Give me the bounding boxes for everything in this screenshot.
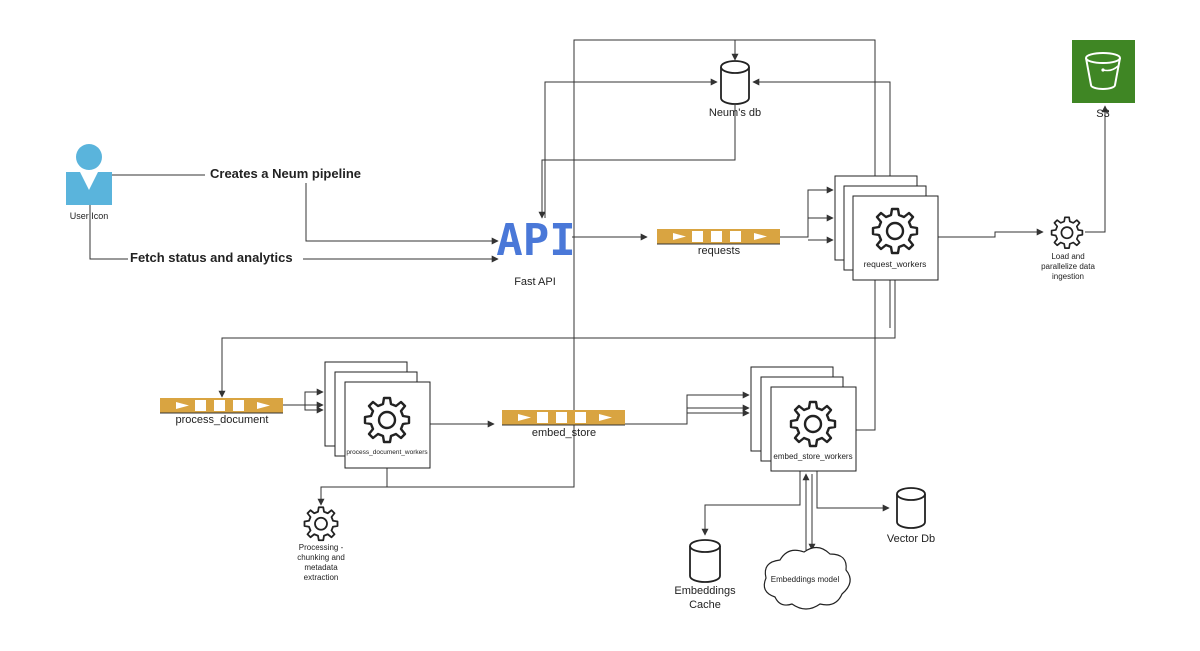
process-document-queue-label: process_document [176,414,269,426]
embed-workers-gear-icon [789,400,837,448]
user-icon [66,144,112,205]
process-document-workers-label: process_document_workers [346,449,428,456]
edge-process-queue-to-worker3 [304,405,324,414]
fetch-status-label: Fetch status and analytics [130,250,293,265]
load-ingestion-label-1: Load and [1051,252,1084,261]
requests-queue-icon [657,229,780,245]
request-workers-label: request_workers [864,259,927,269]
request-workers-stack [834,175,939,281]
edge-creates-to-api [305,183,499,245]
edge-workers-to-load [938,228,1044,238]
request-workers-gear-icon [871,207,919,255]
fast-api-label: Fast API [514,276,556,288]
vector-db-label: Vector Db [887,533,935,545]
load-ingestion-label-3: ingestion [1052,272,1084,281]
load-ingestion-gear-icon [1050,216,1084,249]
embed-store-workers-stack [750,366,857,472]
neums-db-icon [720,60,750,105]
processing-label-3: metadata [304,563,338,572]
vector-db-icon [896,487,926,529]
processing-label-2: chunking and [297,553,345,562]
edge-embed-queue-to-worker1 [625,391,750,425]
process-workers-gear-icon [363,396,411,444]
connector-lines [89,39,1109,551]
load-ingestion-label-2: parallelize data [1041,262,1095,271]
api-logo: API [496,215,575,266]
edge-process-queue-to-worker1 [283,388,324,406]
embed-store-workers-label: embed_store_workers [773,452,852,461]
embed-store-queue-label: embed_store [532,427,596,439]
edge-requests-to-worker1 [780,186,834,238]
s3-label: S3 [1096,108,1109,120]
requests-queue-label: requests [698,245,741,257]
edge-api-to-db [544,78,718,218]
edge-load-to-s3 [1085,105,1109,233]
edge-embed-to-vectordb [816,470,890,512]
edge-workers-to-process-queue [218,280,896,398]
edge-user-fetch [89,205,128,260]
embeddings-model-label: Embeddings model [771,575,840,584]
edge-process-to-db [387,39,739,488]
neums-db-label: Neum's db [709,107,761,119]
processing-label-4: extraction [304,573,339,582]
user-icon-label: User Icon [70,211,109,221]
embeddings-cache-label-1: Embeddings [674,585,736,597]
process-document-workers-stack [324,361,431,469]
embeddings-cache-icon [689,539,721,583]
edge-db-to-api [538,105,736,219]
process-document-queue-icon [160,398,283,414]
cloud-icon [763,546,851,610]
embed-store-queue-icon [502,410,625,426]
processing-gear-icon [303,506,339,542]
edge-embed-to-cache [701,470,801,536]
edge-process-to-processing [317,468,388,506]
processing-label-1: Processing - [299,543,344,552]
embeddings-cache-label-2: Cache [689,599,721,611]
creates-pipeline-label: Creates a Neum pipeline [210,166,361,181]
s3-bucket-icon [1072,40,1135,103]
